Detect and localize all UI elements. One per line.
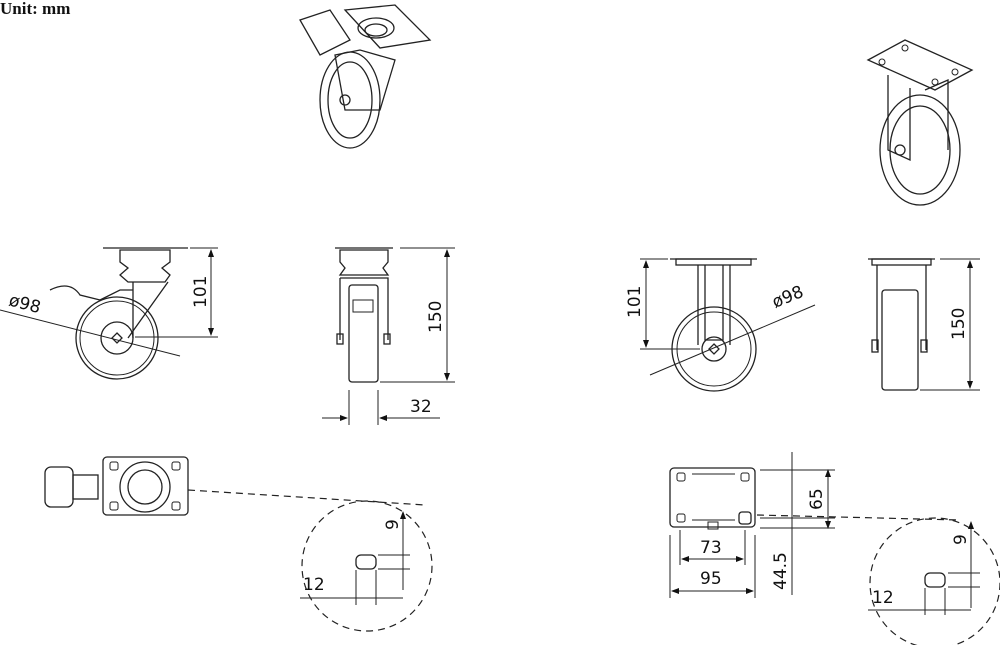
rigid-caster-isometric bbox=[866, 39, 974, 206]
swivel-top-view: 9 12 bbox=[44, 456, 433, 632]
swivel-wheel-width-label: 32 bbox=[410, 397, 432, 417]
unit-label: Unit: mm bbox=[0, 0, 70, 18]
rigid-front-view: 150 bbox=[868, 258, 980, 391]
swivel-wheel-diameter-label: ø98 bbox=[7, 291, 43, 319]
swivel-slot-height-label: 9 bbox=[383, 519, 403, 530]
rigid-plate-view: 65 44.5 73 95 9 12 bbox=[669, 452, 1000, 645]
rigid-hole-spacing-y-label: 44.5 bbox=[771, 552, 791, 590]
swivel-total-height-label: 150 bbox=[426, 301, 446, 333]
rigid-plate-width-label: 95 bbox=[700, 569, 722, 589]
rigid-slot-width-label: 12 bbox=[872, 588, 894, 608]
swivel-side-view: 101 ø98 bbox=[0, 247, 218, 380]
rigid-height-label: 101 bbox=[625, 286, 645, 318]
swivel-slot-width-label: 12 bbox=[303, 575, 325, 595]
rigid-side-view: 101 ø98 bbox=[625, 258, 816, 392]
rigid-hole-spacing-x-label: 73 bbox=[700, 538, 722, 558]
rigid-total-height-label: 150 bbox=[949, 308, 969, 340]
rigid-plate-length-label: 65 bbox=[807, 488, 827, 510]
swivel-caster-isometric bbox=[299, 4, 432, 149]
swivel-front-view: 150 32 bbox=[322, 247, 455, 425]
rigid-slot-height-label: 9 bbox=[951, 534, 971, 545]
swivel-height-label: 101 bbox=[191, 276, 211, 308]
rigid-wheel-diameter-label: ø98 bbox=[769, 282, 806, 313]
